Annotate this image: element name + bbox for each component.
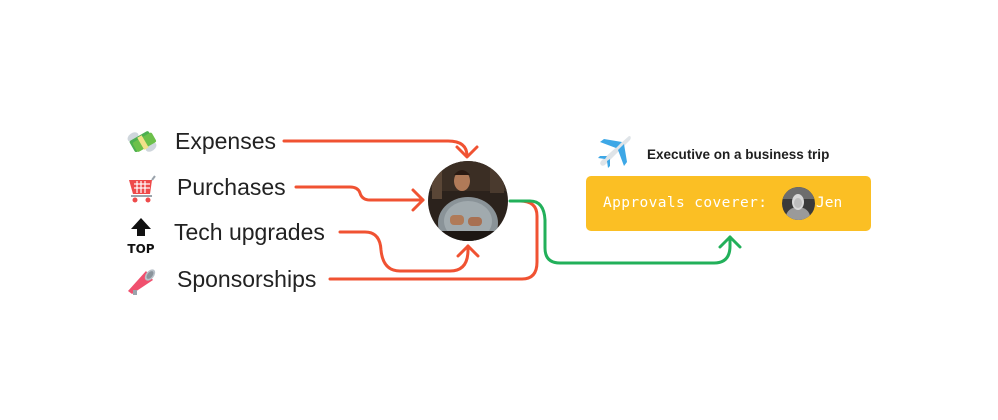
delegation-arrowhead [718, 235, 742, 249]
top-arrow-icon: TOP [124, 216, 158, 256]
expenses-arrowhead [455, 145, 479, 159]
source-label: Purchases [177, 174, 286, 200]
shopping-cart-icon [125, 172, 159, 206]
coverer-name: Jen [816, 195, 843, 211]
money-with-wings-icon [125, 125, 159, 159]
source-label: Sponsorships [177, 266, 317, 292]
purchases-arrowhead [411, 188, 425, 212]
approvals-coverer-card: Approvals coverer: Jen [586, 176, 871, 231]
delegation-wire [508, 199, 732, 265]
expenses-wire [282, 139, 469, 158]
source-label: Tech upgrades [174, 219, 325, 245]
tech-upgrades-wire [338, 230, 470, 273]
svg-text:TOP: TOP [127, 242, 154, 256]
executive-avatar [428, 161, 508, 241]
jen-avatar [782, 187, 815, 220]
airplane-icon [596, 132, 634, 170]
tech-upgrades-arrowhead [456, 244, 480, 258]
trip-title: Executive on a business trip [647, 147, 830, 162]
source-label: Expenses [175, 128, 277, 154]
purchases-wire [294, 185, 425, 202]
approvals-coverer-label: Approvals coverer: [603, 195, 768, 211]
megaphone-icon [124, 263, 158, 297]
